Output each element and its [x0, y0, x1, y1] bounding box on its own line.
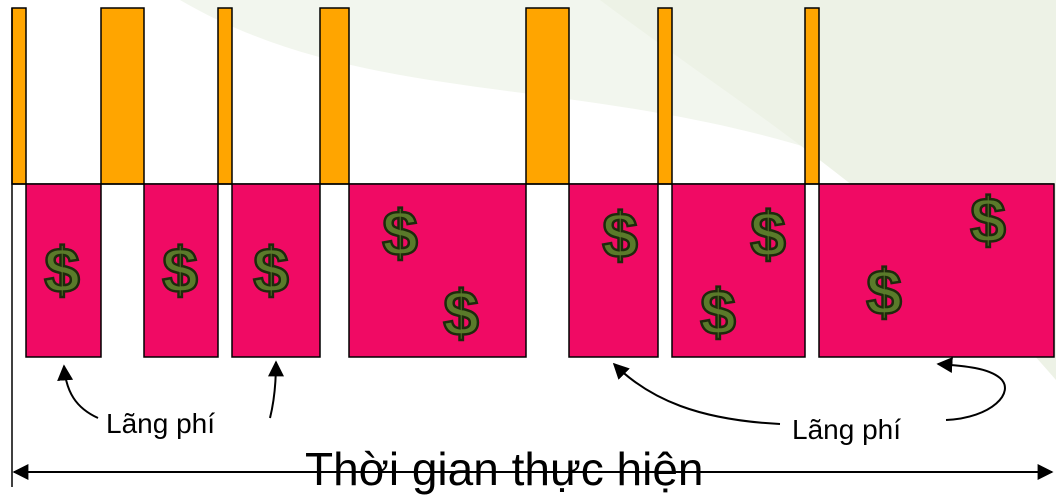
dollar-icon: $: [253, 234, 289, 306]
waste-label-right: Lãng phí: [792, 414, 901, 445]
waste-label-left: Lãng phí: [106, 408, 215, 439]
value-block: [671, 183, 806, 358]
waste-block: [525, 7, 570, 185]
waste-block: [804, 7, 820, 185]
dollar-icons: $ $ $ $ $ $ $ $ $ $: [43, 183, 1007, 351]
value-block: [143, 183, 219, 358]
dollar-icon: $: [750, 198, 786, 270]
dollar-icon: $: [382, 197, 418, 269]
background-swoosh-2: [600, 0, 1056, 380]
waste-block: [11, 7, 27, 185]
dollar-icon: $: [970, 184, 1006, 256]
waste-block: [657, 7, 673, 185]
waste-block: [217, 7, 233, 185]
dollar-icon: $: [44, 234, 80, 306]
dollar-icon: $: [443, 277, 479, 349]
value-block: [568, 183, 659, 358]
dollar-icon: $: [866, 256, 902, 328]
waste-block: [319, 7, 350, 185]
arrow-curve-icon: [612, 362, 781, 425]
value-block: [348, 183, 527, 358]
axis-title: Thời gian thực hiện: [305, 443, 704, 495]
arrow-curve-icon: [267, 360, 284, 419]
value-blocks: [25, 183, 1055, 358]
waste-arrows: [57, 357, 1006, 425]
value-block: [25, 183, 102, 358]
waste-block: [100, 7, 145, 185]
value-block: [231, 183, 321, 358]
arrow-curve-icon: [57, 364, 99, 419]
arrow-curve-icon: [936, 357, 1006, 421]
dollar-icon: $: [162, 234, 198, 306]
dollar-icon: $: [700, 276, 736, 348]
value-block: [818, 183, 1055, 358]
dollar-icon: $: [602, 199, 638, 271]
